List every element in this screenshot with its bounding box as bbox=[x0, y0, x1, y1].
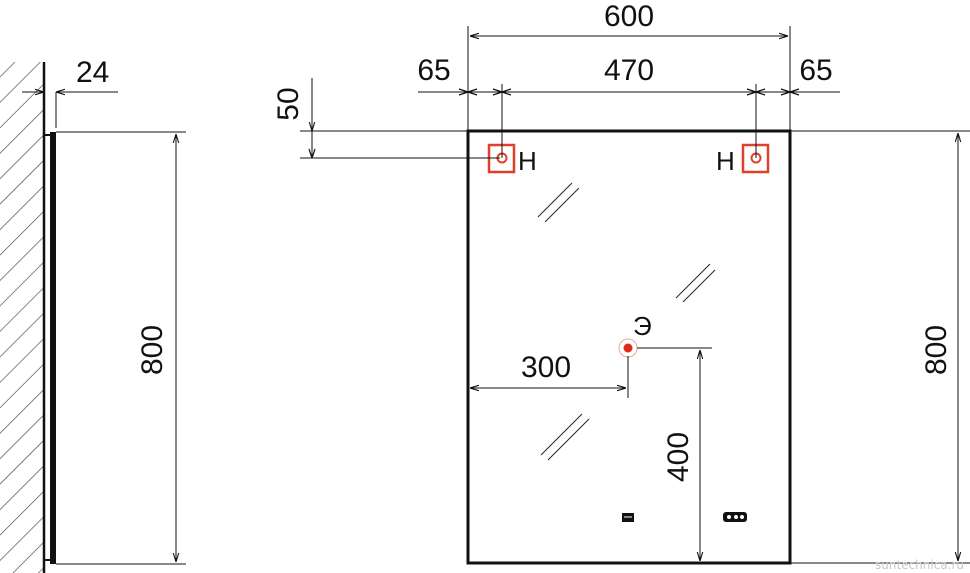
dim-height-side: 800 bbox=[56, 131, 186, 565]
mount-label-right: Н bbox=[716, 146, 735, 176]
dim-label-wall-offset: 24 bbox=[76, 56, 109, 89]
watermark: suntechnica.ru bbox=[875, 558, 964, 572]
dim-top-offset: 50 bbox=[272, 78, 500, 159]
glass-reflection-marks bbox=[537, 182, 716, 461]
switch-icon bbox=[622, 513, 634, 522]
dim-label-total-width: 600 bbox=[604, 0, 654, 33]
dim-label-socket-y: 400 bbox=[662, 432, 695, 482]
dim-height-front: 800 bbox=[790, 130, 970, 564]
mirror-frame bbox=[466, 129, 792, 565]
dim-label-right-margin: 65 bbox=[799, 54, 832, 87]
dim-wall-offset: 24 bbox=[22, 56, 118, 128]
dim-total-width: 600 bbox=[467, 0, 791, 131]
mount-point-left: Н bbox=[487, 143, 537, 176]
side-view: 24 800 bbox=[0, 56, 186, 573]
electrical-point: Э bbox=[618, 311, 652, 358]
dim-label-height-front: 800 bbox=[920, 325, 953, 375]
mirror-side-profile bbox=[50, 132, 56, 564]
mount-label-left: Н bbox=[518, 146, 537, 176]
front-view: Н Н Э bbox=[272, 0, 970, 565]
dim-label-left-margin: 65 bbox=[417, 54, 450, 87]
switch-icon bbox=[723, 512, 747, 522]
wall-hatching bbox=[0, 62, 44, 573]
mount-point-right: Н bbox=[716, 143, 770, 176]
dim-label-socket-x: 300 bbox=[521, 351, 571, 384]
dim-label-top-offset: 50 bbox=[272, 87, 305, 120]
dim-socket-y: 400 bbox=[637, 347, 712, 561]
dim-socket-x: 300 bbox=[470, 351, 629, 398]
dim-label-mount-spacing: 470 bbox=[604, 54, 654, 87]
dim-mount-spacing: 65 470 65 bbox=[417, 54, 840, 158]
electrical-point-icon bbox=[618, 338, 638, 358]
dim-label-height-side: 800 bbox=[136, 325, 169, 375]
socket-label: Э bbox=[633, 311, 652, 341]
